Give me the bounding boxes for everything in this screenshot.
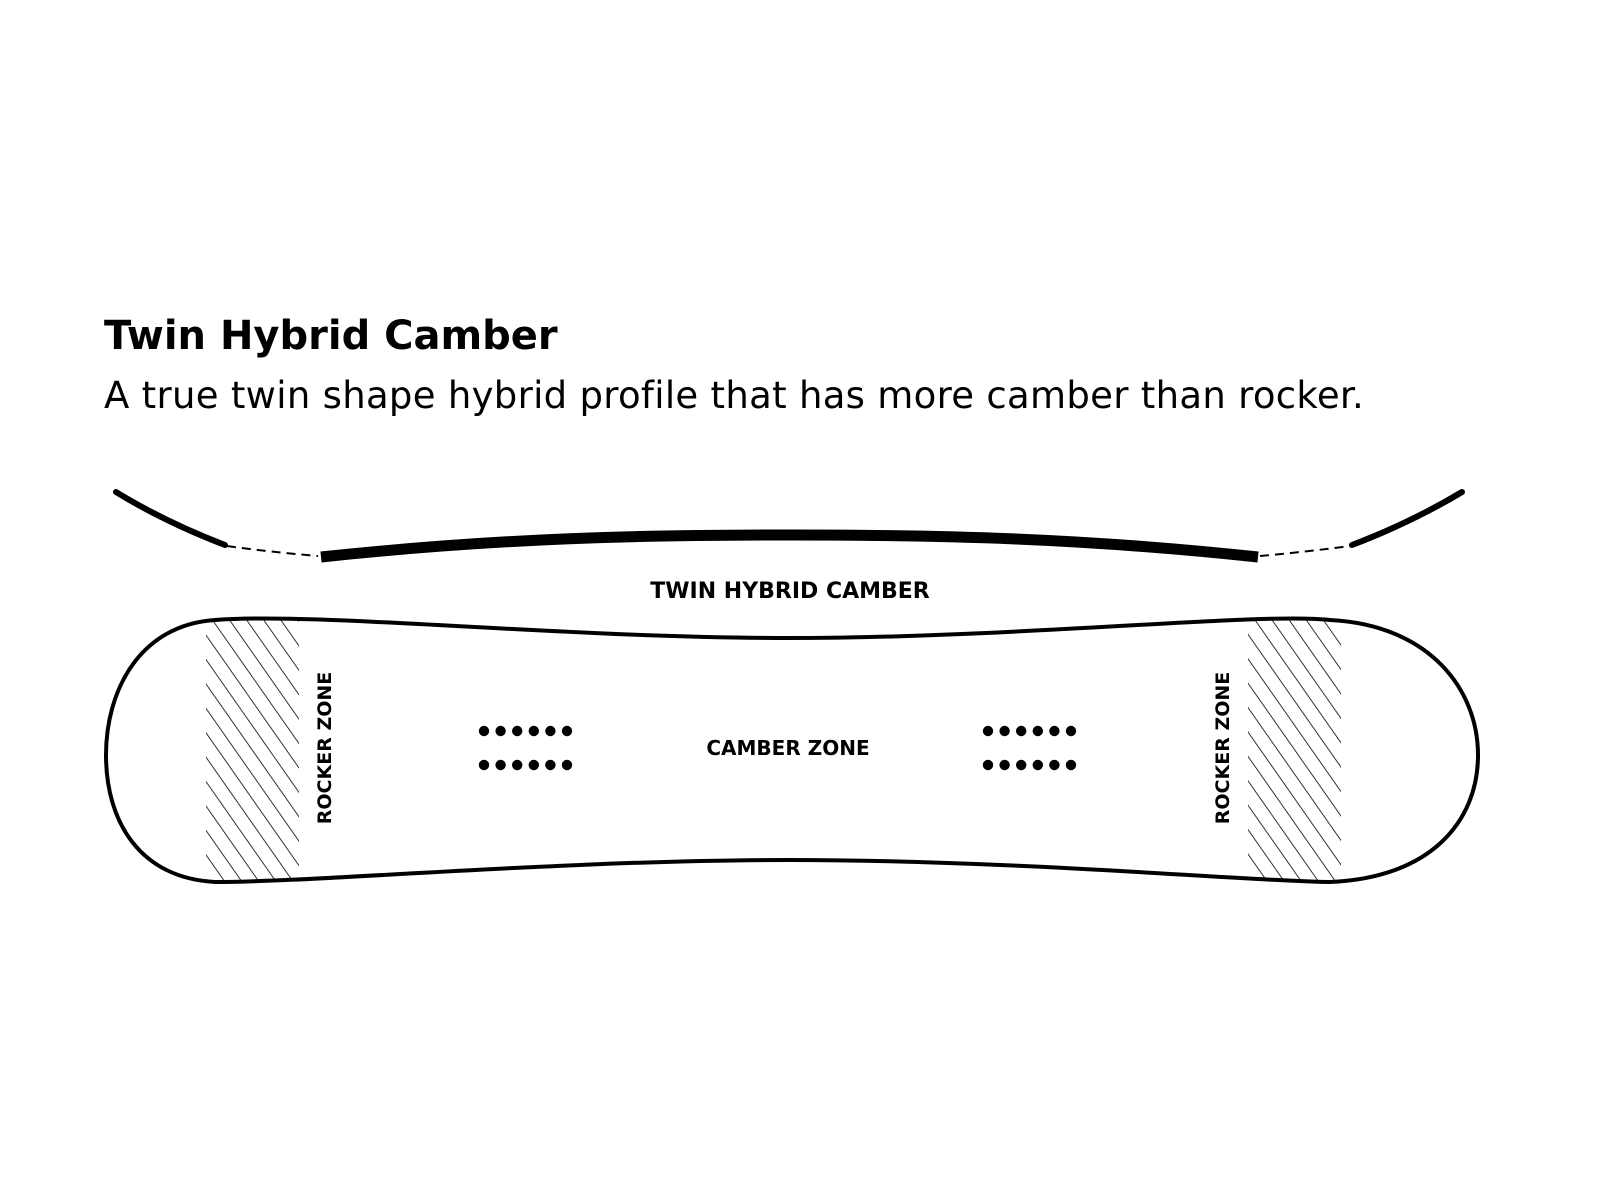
insert-dot xyxy=(1065,725,1077,737)
profile-label: TWIN HYBRID CAMBER xyxy=(650,579,930,604)
insert-dot xyxy=(528,725,539,737)
rocker-zone-right-label: ROCKER ZONE xyxy=(1212,672,1234,824)
insert-dot xyxy=(999,759,1010,771)
insert-dot xyxy=(561,759,573,771)
insert-dot xyxy=(528,759,539,771)
camber-zone-label: CAMBER ZONE xyxy=(706,736,869,760)
insert-dot xyxy=(478,725,490,737)
insert-dot xyxy=(495,759,506,771)
board-profile xyxy=(113,489,1465,563)
insert-dot xyxy=(982,725,994,737)
insert-dot xyxy=(561,725,573,737)
insert-dot xyxy=(1016,759,1027,771)
insert-dot xyxy=(545,759,556,771)
insert-dot xyxy=(478,759,490,771)
insert-dot xyxy=(1049,725,1060,737)
insert-dot xyxy=(1032,725,1044,737)
insert-dot xyxy=(1016,725,1027,737)
rocker-zone-left-hatch xyxy=(206,618,299,882)
profile-left-rocker-tip xyxy=(113,489,228,548)
profile-camber xyxy=(320,529,1259,563)
insert-dot xyxy=(1049,759,1060,771)
binding-inserts-right xyxy=(982,725,1077,771)
profile-right-rocker-tip xyxy=(1349,489,1465,548)
profile-left-transition xyxy=(226,545,319,557)
insert-dot xyxy=(495,725,506,737)
insert-dot xyxy=(1032,759,1044,771)
insert-dot xyxy=(512,725,523,737)
page-title: Twin Hybrid Camber xyxy=(104,313,558,359)
insert-dot xyxy=(545,725,556,737)
rocker-zone-left-label: ROCKER ZONE xyxy=(314,672,336,824)
binding-inserts-left xyxy=(478,725,573,771)
insert-dot xyxy=(982,759,994,771)
profile-right-transition xyxy=(1259,545,1351,557)
page-subtitle: A true twin shape hybrid profile that ha… xyxy=(104,374,1365,417)
insert-dot xyxy=(1065,759,1077,771)
insert-dot xyxy=(999,725,1010,737)
rocker-zone-right-hatch xyxy=(1248,618,1341,882)
insert-dot xyxy=(512,759,523,771)
board-outline xyxy=(103,616,1481,885)
